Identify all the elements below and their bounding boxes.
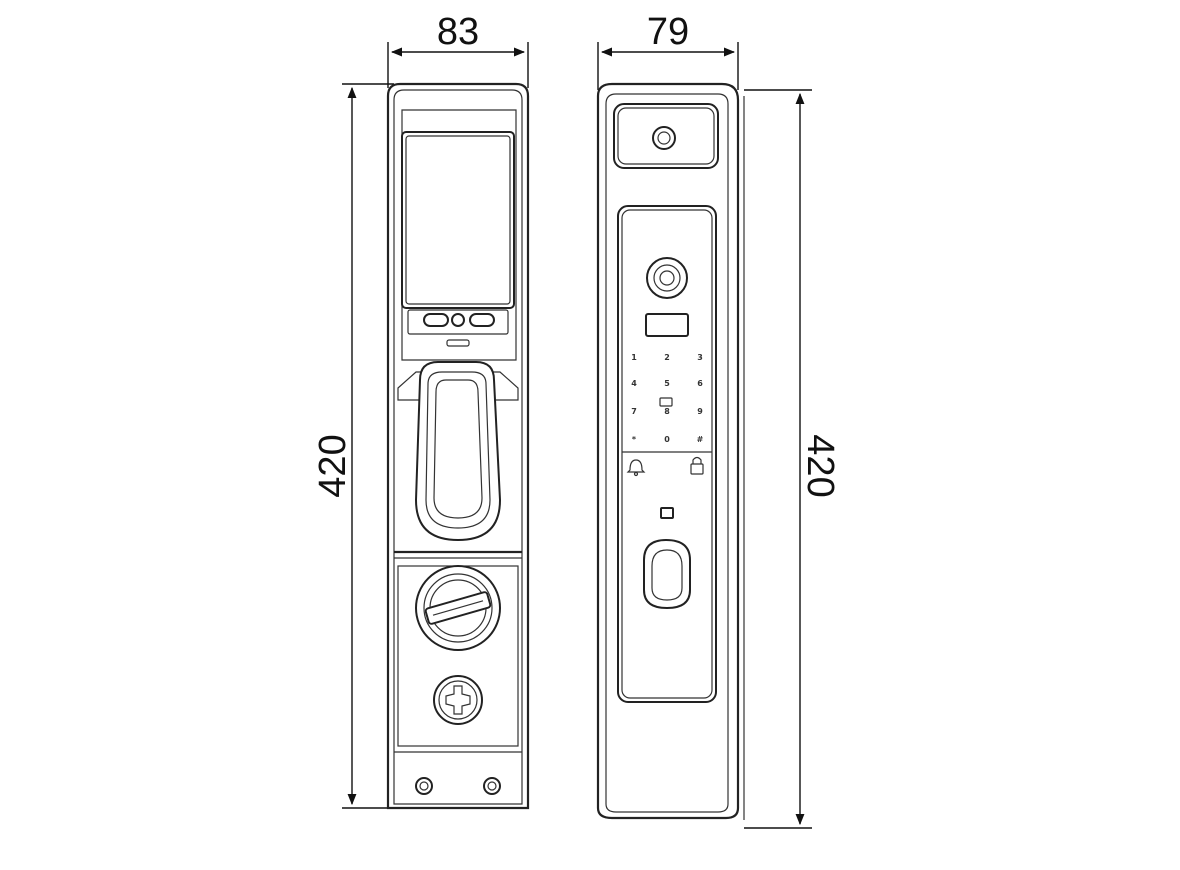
key-hash[interactable]: # [697,435,704,444]
front-body-outline [596,82,740,820]
front-panel [617,205,717,703]
back-width-label: 83 [437,11,479,53]
key-0[interactable]: 0 [664,435,670,444]
fingerprint-sensor[interactable] [646,257,688,299]
front-height-label: 420 [799,434,841,497]
lock-icon[interactable] [690,456,704,475]
keyhole-cover[interactable] [643,538,691,610]
back-width-dimension: 83 [387,11,529,88]
mounting-screw-left [415,777,433,795]
front-width-dimension: 79 [597,11,739,90]
key-5[interactable]: 5 [664,379,670,388]
back-body-outline [386,82,530,810]
mounting-screw-right [483,777,501,795]
back-height-dimension: 420 [312,83,394,809]
front-view: 79 420 1 2 3 4 5 [596,11,841,829]
back-height-label: 420 [312,434,354,497]
card-reader-window [645,313,689,337]
settings-button[interactable] [469,313,495,327]
key-3[interactable]: 3 [697,353,703,362]
proximity-sensor [660,507,674,519]
reset-button[interactable] [423,313,449,327]
key-7[interactable]: 7 [631,407,637,416]
key-star[interactable]: * [632,435,637,444]
bell-icon[interactable] [626,459,646,477]
front-width-label: 79 [647,11,689,53]
key-1[interactable]: 1 [631,353,637,362]
key-4[interactable]: 4 [631,379,637,388]
back-view: 83 420 [312,11,530,810]
indicator-light [451,313,465,327]
key-6[interactable]: 6 [697,379,703,388]
front-height-dimension: 420 [744,89,841,829]
keypad: 1 2 3 4 5 6 7 8 9 * 0 # [631,353,703,444]
key-9[interactable]: 9 [697,407,703,416]
key-2[interactable]: 2 [664,353,670,362]
cylinder-knob[interactable] [433,675,483,725]
battery-cover [401,131,515,309]
camera-lens [652,126,676,150]
key-8[interactable]: 8 [664,407,670,416]
